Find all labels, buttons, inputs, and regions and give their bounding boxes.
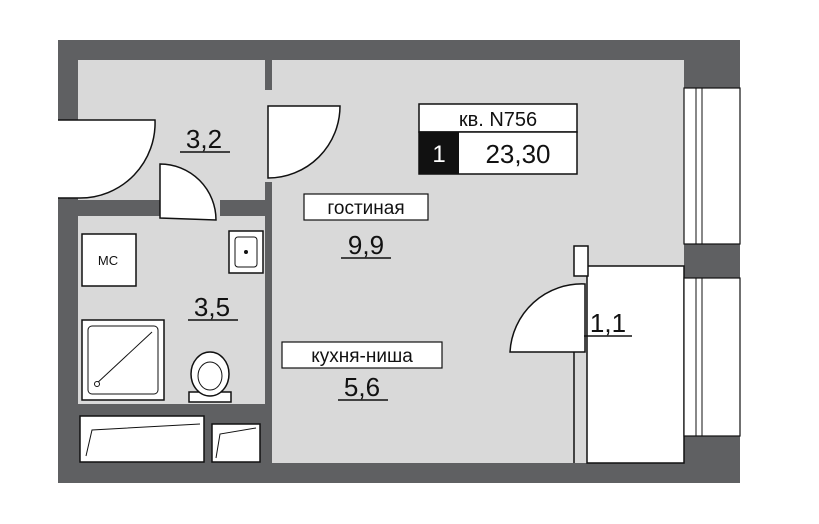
entrance-door-swing [79, 119, 156, 199]
rooms-count: 1 [432, 141, 445, 168]
bathroom-door-swing [159, 163, 217, 221]
shaft-left [79, 415, 205, 463]
toilet-seat [197, 361, 223, 391]
closet-door-swing [509, 283, 586, 353]
sink-drain [244, 250, 248, 254]
shower-drain [94, 381, 100, 387]
apartment-number: кв. N756 [459, 109, 537, 131]
kitchen-name-box [281, 341, 443, 369]
shower-diagonal [94, 331, 153, 386]
living-name: гостиная [327, 198, 404, 219]
kitchen-name: кухня-ниша [311, 346, 413, 367]
wc-box [81, 233, 137, 287]
apartment-number-box [418, 103, 578, 133]
closet-wall-stub [573, 245, 589, 277]
toilet [188, 351, 232, 403]
shaft-right-mark [215, 427, 257, 459]
entrance-opening [56, 120, 80, 198]
living-name-box [303, 193, 429, 221]
living-area: 9,9 [348, 230, 384, 260]
kitchen-area: 5,6 [344, 372, 380, 402]
wc-label: МС [98, 253, 118, 268]
closet-area: 1,1 [590, 308, 626, 338]
shaft-right [211, 423, 261, 463]
window-bottom [683, 277, 741, 437]
window-top [683, 87, 741, 245]
living-door-swing [267, 105, 341, 179]
total-area: 23,30 [485, 139, 550, 169]
bathroom-area: 3,5 [194, 292, 230, 322]
shaft-left-mark [85, 423, 201, 457]
hall-area: 3,2 [186, 124, 222, 154]
floor-closet [586, 265, 685, 464]
rooms-count-badge [419, 132, 459, 174]
